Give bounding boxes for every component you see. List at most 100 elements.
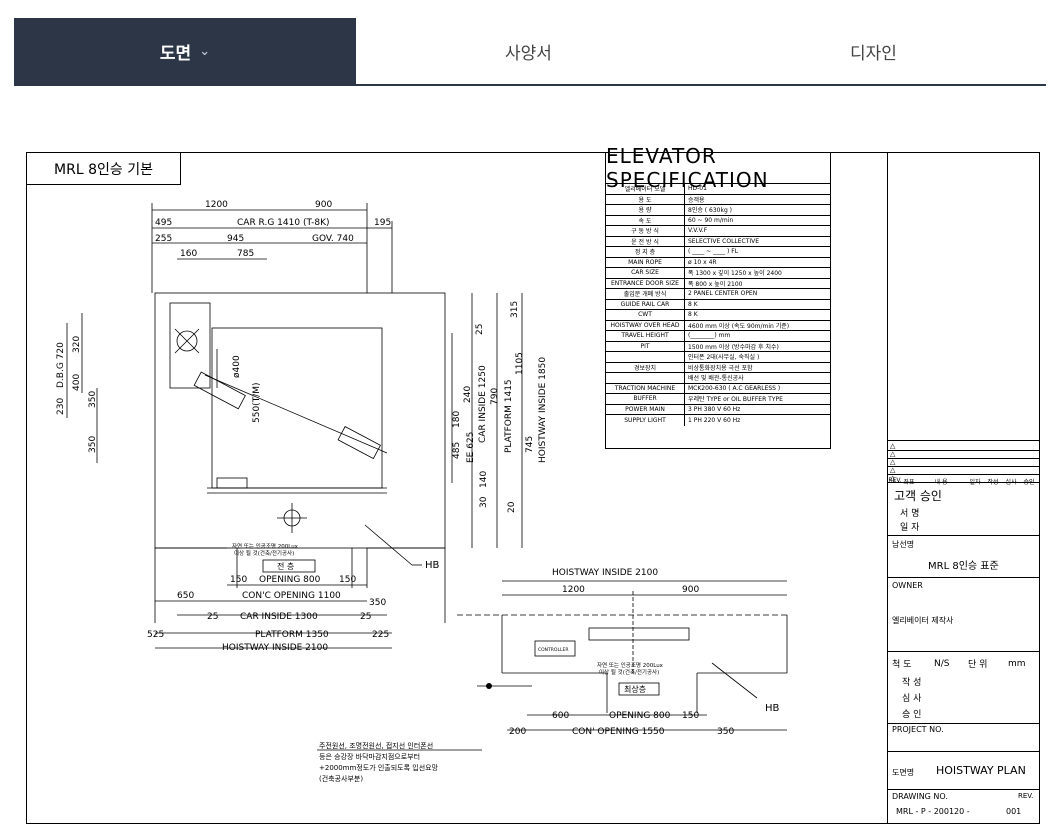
dim-hoistway-2100: HOISTWAY INSIDE 2100: [222, 643, 328, 653]
spec-row: 배선 및 배관-통신공사: [606, 373, 830, 384]
spec-key: BUFFER: [606, 394, 685, 404]
hb-label: HB: [425, 560, 440, 571]
spec-title: ELEVATOR SPECIFICATION: [606, 144, 830, 192]
tab-spec[interactable]: 사양서: [356, 18, 701, 84]
lower-cons-opening-1550: CON' OPENING 1550: [572, 727, 665, 737]
dim-160: 160: [180, 249, 197, 259]
dim-ee625: EE 625: [466, 432, 476, 463]
sign-label: 서 명: [900, 509, 920, 519]
drawn-label: 작 성: [902, 678, 922, 688]
dim-180: 180: [452, 411, 462, 428]
unit-value: mm: [1008, 659, 1026, 669]
tab-design-label: 디자인: [850, 43, 897, 64]
dim-140: 140: [479, 471, 489, 488]
spec-value: 1 PH 220 V 60 Hz: [688, 416, 741, 424]
lower-hb-label: HB: [765, 703, 780, 714]
dim-790: 790: [490, 388, 500, 405]
tab-spec-label: 사양서: [505, 43, 552, 64]
dim-650: 650: [177, 591, 194, 601]
spec-key: 출입문 개폐 방식: [606, 289, 685, 299]
dim-car-rg: CAR R.G 1410 (T-8K): [237, 218, 330, 228]
lower-dim-900: 900: [682, 585, 699, 595]
dim-400-left: 400: [72, 374, 82, 391]
spec-key: 운 전 방 식: [606, 236, 685, 246]
dim-1200: 1200: [205, 200, 228, 210]
cad-drawing: 1200 900 495 CAR R.G 1410 (T-8K) 195 255…: [56, 200, 788, 783]
dim-550-tm: 550(T/M): [252, 383, 262, 424]
hall-label: 전 층: [277, 561, 294, 571]
dim-525: 525: [147, 630, 164, 640]
spec-value: SELECTIVE COLLECTIVE: [688, 237, 760, 245]
drawing-no: MRL - P - 200120 -: [896, 807, 970, 816]
revision-triangle-icon: △: [888, 443, 1040, 451]
dim-cons-opening-1100: CON'C OPENING 1100: [242, 591, 341, 601]
client-approval: 고객 승인: [894, 489, 942, 503]
drawing-tabs: 도면 ⌄ 사양서 디자인: [14, 18, 1046, 86]
dim-gov: GOV. 740: [312, 234, 354, 244]
spec-row: 인터폰 2대(사무실, 숙직실 ): [606, 352, 830, 363]
site-name: MRL 8인승 표준: [928, 561, 999, 572]
site-label: 남선명: [892, 540, 915, 549]
spec-key: TRACTION MACHINE: [606, 383, 685, 393]
owner-label: OWNER: [892, 581, 923, 590]
dim-150b: 150: [339, 575, 356, 585]
dim-255: 255: [155, 234, 172, 244]
footnote-line2: 등은 승강장 바닥마감지점으로부터: [319, 752, 420, 761]
hall-note-line2: 이상 될 것(건축/전기공사): [234, 549, 294, 557]
revision-marks: △△△△△: [888, 443, 1040, 483]
dim-30: 30: [479, 496, 489, 508]
spec-key: CAR SIZE: [606, 268, 685, 278]
date-label: 일 자: [900, 523, 920, 533]
approved-label: 승 인: [902, 710, 922, 720]
spec-value: 8 K: [688, 300, 698, 308]
dim-25a: 25: [207, 612, 218, 622]
spec-value: MCK200-630 ( A.C GEARLESS ): [688, 384, 781, 392]
spec-value: 1500 mm 이상 (방수마감 후 치수): [688, 343, 779, 351]
tab-design[interactable]: 디자인: [701, 18, 1046, 84]
revision-triangle-icon: △: [888, 467, 1040, 475]
spec-value: 인터폰 2대(사무실, 숙직실 ): [688, 354, 760, 362]
spec-key: CWT: [606, 310, 685, 320]
revision-column-header: 심사: [1005, 479, 1017, 486]
spec-key: [606, 373, 685, 383]
lower-dim-opening-800: OPENING 800: [609, 711, 671, 721]
lower-dim-1200: 1200: [562, 585, 585, 595]
unit-label: 단 위: [968, 660, 988, 670]
spec-key: MAIN ROPE: [606, 257, 685, 267]
dim-1105: 1105: [515, 352, 525, 375]
revision-column-header: 일자: [969, 479, 981, 486]
lower-floor-label: 최상층: [624, 684, 646, 694]
spec-key: ENTRANCE DOOR SIZE: [606, 278, 685, 288]
lower-hoistway-2100: HOISTWAY INSIDE 2100: [552, 568, 658, 578]
spec-value: 60 ~ 90 m/min: [688, 216, 734, 224]
spec-value: 3 PH 380 V 60 Hz: [688, 405, 741, 413]
spec-value: 2 PANEL CENTER OPEN: [688, 290, 758, 298]
spec-value: 우레탄 TYPE or OIL BUFFER TYPE: [688, 396, 783, 404]
revision-triangle-icon: △: [888, 475, 1040, 483]
dim-25b: 25: [360, 612, 371, 622]
lower-dim-200: 200: [509, 727, 526, 737]
scale-value: N/S: [934, 659, 950, 669]
spec-key: 속 도: [606, 215, 685, 225]
spec-key: 구 동 방 식: [606, 226, 685, 236]
dim-350a: 350: [88, 391, 98, 408]
plan-title: MRL 8인승 기본: [27, 153, 181, 185]
revision-column-header: 내 용: [934, 479, 948, 486]
tab-drawing[interactable]: 도면 ⌄: [14, 18, 356, 84]
drawing-name-label: 도면명: [892, 768, 915, 777]
spec-value: 폭 1300 x 깊이 1250 x 높이 2400: [688, 270, 782, 278]
spec-value: HD-01: [688, 185, 707, 193]
dim-785: 785: [237, 249, 254, 259]
